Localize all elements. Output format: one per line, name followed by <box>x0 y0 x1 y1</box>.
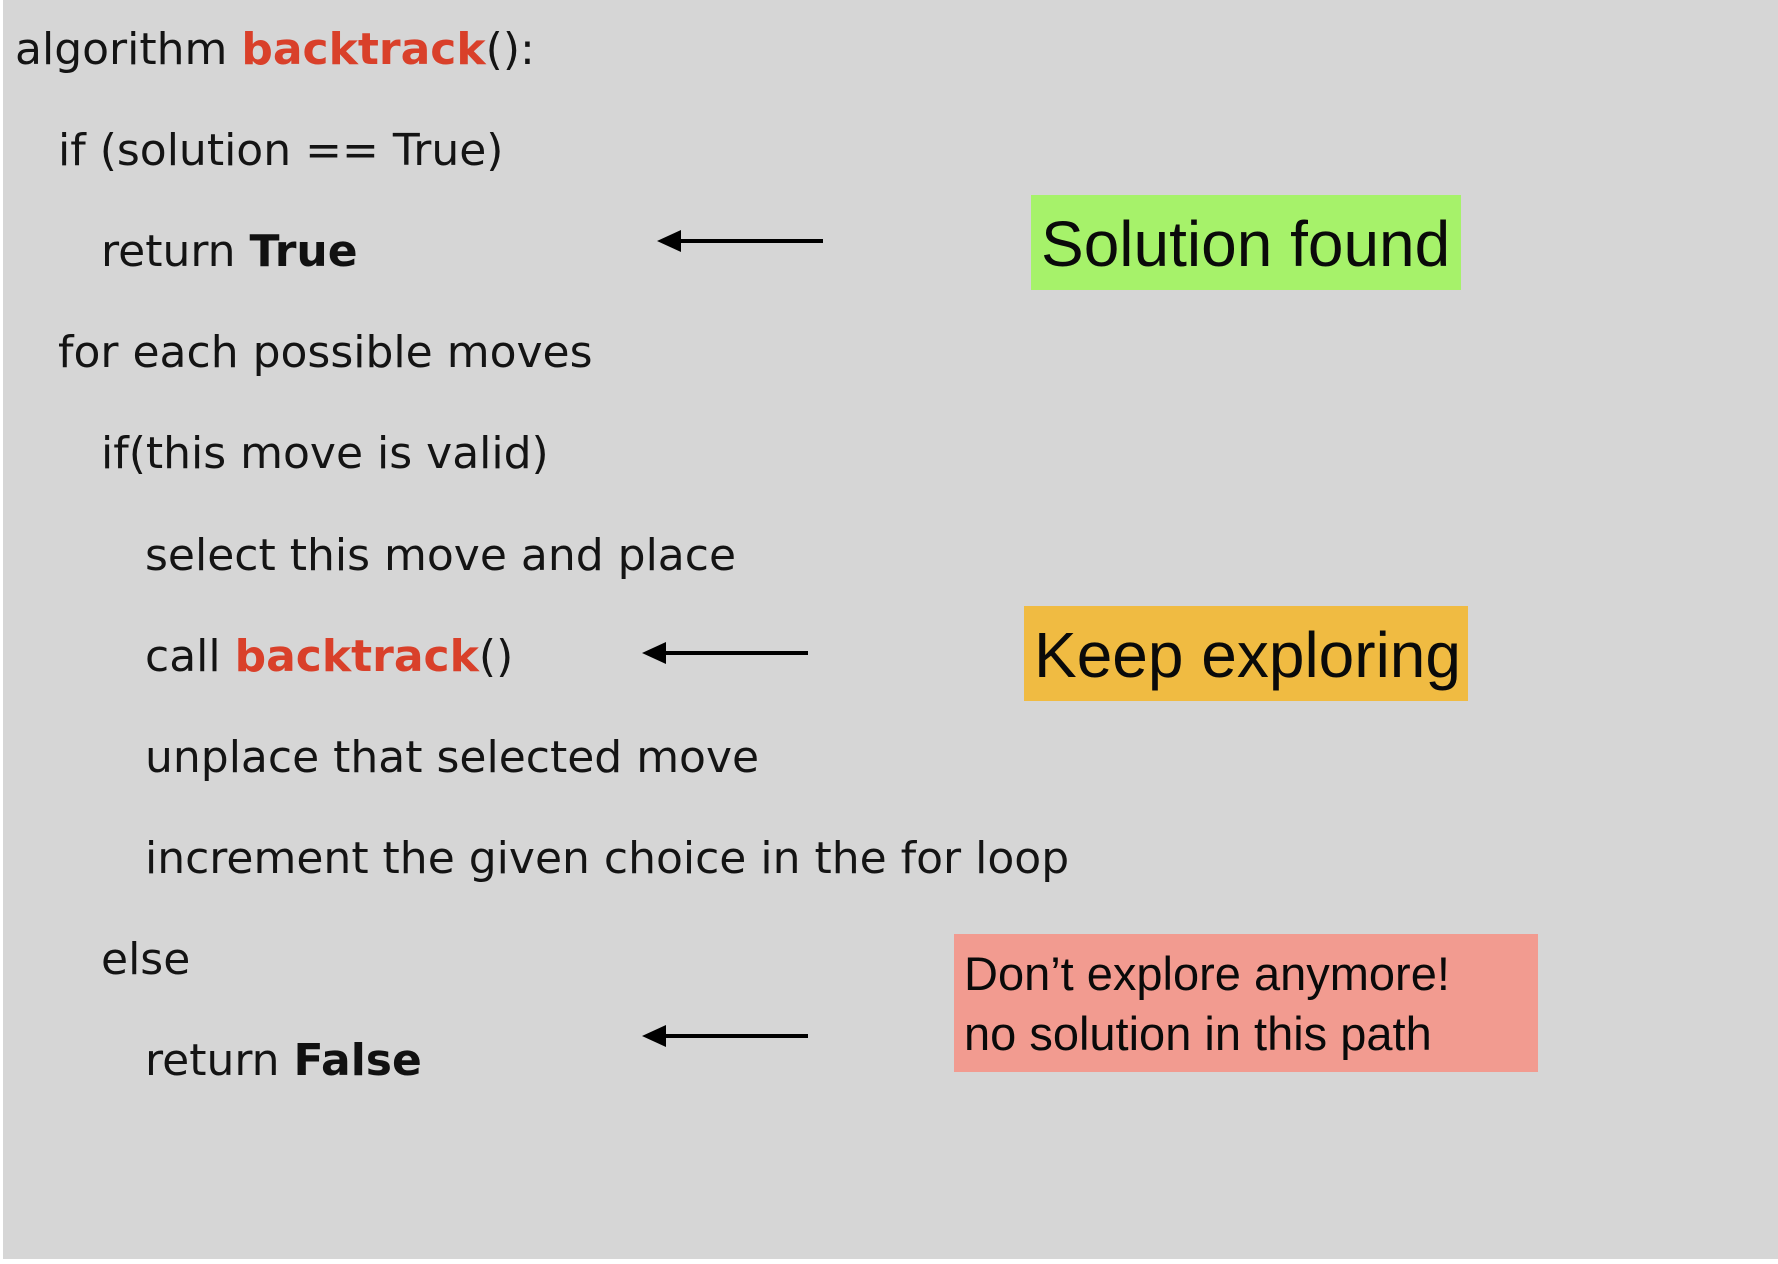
arrow-left-icon <box>642 642 808 664</box>
code-line-else: else <box>101 934 191 985</box>
code-text: () <box>478 631 514 682</box>
callout-text-line-2: no solution in this path <box>964 1007 1432 1060</box>
code-line-return-false: return False <box>145 1039 422 1083</box>
code-line-call-backtrack: call backtrack() <box>145 635 513 679</box>
code-line-if-valid: if(this move is valid) <box>101 428 549 479</box>
code-line-increment: increment the given choice in the for lo… <box>145 833 1070 884</box>
callout-dont-explore: Don’t explore anymore! no solution in th… <box>954 934 1538 1072</box>
code-line-select-move: select this move and place <box>145 530 737 581</box>
code-line-unplace: unplace that selected move <box>145 732 760 783</box>
code-text: call <box>145 631 235 682</box>
callout-text-line-1: Don’t explore anymore! <box>964 947 1450 1000</box>
code-line-for-each: for each possible moves <box>58 327 593 378</box>
callout-solution-found: Solution found <box>1031 195 1461 290</box>
code-line-return-true: return True <box>101 230 358 274</box>
callout-text: Solution found <box>1041 208 1451 280</box>
arrow-left-icon <box>642 1025 808 1047</box>
slide-background: algorithm backtrack(): if (solution == T… <box>3 0 1778 1259</box>
return-value: False <box>293 1035 422 1086</box>
code-text: return <box>101 226 250 277</box>
return-value: True <box>249 226 358 277</box>
callout-keep-exploring: Keep exploring <box>1024 606 1468 701</box>
code-text: algorithm <box>15 24 242 75</box>
callout-text: Keep exploring <box>1034 619 1461 691</box>
function-name: backtrack <box>234 631 479 682</box>
function-name: backtrack <box>241 24 486 75</box>
code-text: (): <box>485 24 535 75</box>
arrow-left-icon <box>657 230 823 252</box>
code-line-if-solution: if (solution == True) <box>58 125 504 176</box>
code-line-algorithm: algorithm backtrack(): <box>15 28 535 72</box>
code-text: return <box>145 1035 294 1086</box>
